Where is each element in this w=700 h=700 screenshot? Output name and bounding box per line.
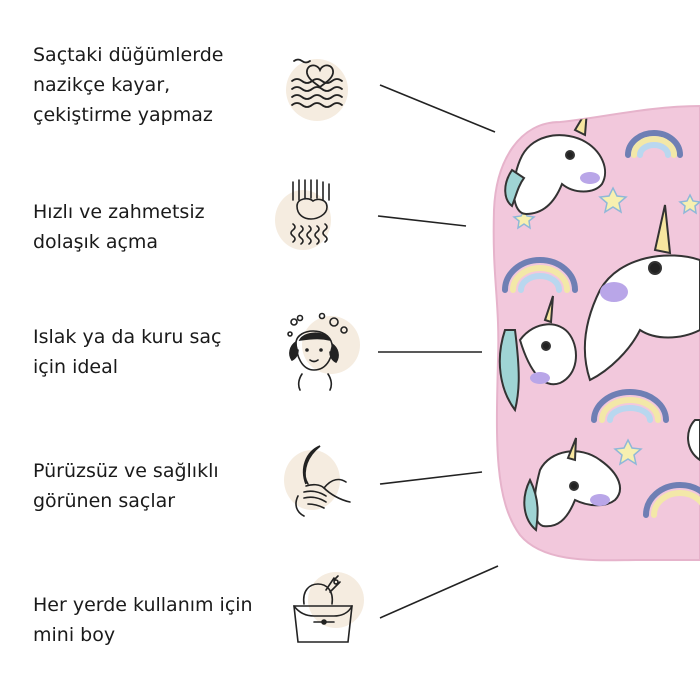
hand-touching-hair-icon xyxy=(280,440,360,520)
feature-3-line-2: için ideal xyxy=(33,356,119,378)
feature-1-line-3: çekiştirme yapmaz xyxy=(33,104,213,126)
connector-line-5 xyxy=(379,565,499,619)
feature-text-4: Pürüzsüz ve sağlıklı görünen saçlar xyxy=(33,456,278,516)
feature-1-line-2: nazikçe kayar, xyxy=(33,74,171,96)
feature-2-line-2: dolaşık açma xyxy=(33,231,159,253)
woman-washing-hair-icon xyxy=(282,312,362,392)
feature-text-3: Islak ya da kuru saç için ideal xyxy=(33,322,278,382)
feature-3-line-1: Islak ya da kuru saç xyxy=(33,326,222,348)
feature-5-line-2: mini boy xyxy=(33,624,116,646)
feature-text-2: Hızlı ve zahmetsiz dolaşık açma xyxy=(33,197,278,257)
feature-5-line-1: Her yerde kullanım için xyxy=(33,594,253,616)
rainbow-shape xyxy=(502,130,700,518)
connector-line-2 xyxy=(377,215,467,227)
unicorn-head-shape xyxy=(498,109,700,532)
feature-4-line-2: görünen saçlar xyxy=(33,490,176,512)
connector-line-1 xyxy=(379,84,496,133)
feature-4-line-1: Pürüzsüz ve sağlıklı xyxy=(33,460,219,482)
feature-text-1: Saçtaki düğümlerde nazikçe kayar, çekişt… xyxy=(33,40,278,130)
connector-line-4 xyxy=(379,471,483,485)
heart-waves-icon xyxy=(280,45,360,125)
feature-text-5: Her yerde kullanım için mini boy xyxy=(33,590,278,650)
feature-2-line-1: Hızlı ve zahmetsiz xyxy=(33,201,205,223)
travel-bag-icon xyxy=(284,570,364,650)
brush-detangling-icon xyxy=(275,176,355,256)
feature-1-line-1: Saçtaki düğümlerde xyxy=(33,44,224,66)
